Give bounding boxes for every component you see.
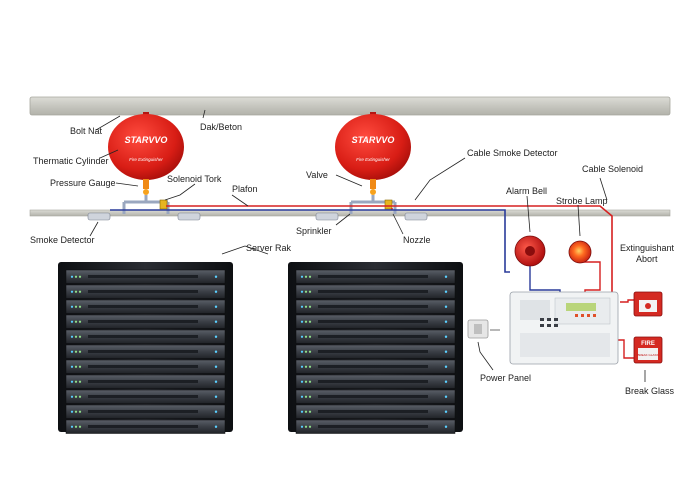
server-unit [65, 284, 226, 299]
server-unit [295, 389, 456, 404]
server-unit [295, 284, 456, 299]
label-cable-smoke-detector: Cable Smoke Detector [467, 148, 558, 158]
server-unit [295, 359, 456, 374]
server-rack-2 [288, 262, 463, 434]
server-unit [295, 419, 456, 434]
server-unit [65, 329, 226, 344]
server-unit [295, 344, 456, 359]
thermatic-cylinder-2: STARVVO Fire Extinguisher [335, 112, 411, 195]
control-panel [509, 291, 619, 365]
label-nozzle: Nozzle [403, 235, 431, 245]
label-alarm-bell: Alarm Bell [506, 186, 547, 196]
label-bolt-nut: Bolt Nat [70, 126, 103, 136]
alarm-bell [514, 235, 546, 267]
server-unit [295, 374, 456, 389]
cable-solenoid [166, 205, 613, 300]
strobe-lamp [568, 240, 592, 264]
break-glass-subtitle: BREAK GLASS [637, 353, 658, 357]
label-abort: Abort [636, 254, 658, 264]
pipe-assembly-2 [349, 195, 397, 214]
server-unit [295, 299, 456, 314]
server-unit [65, 419, 226, 434]
server-unit [65, 269, 226, 284]
cylinder-brand: STARVVO [125, 135, 168, 145]
cable-break-glass [618, 339, 640, 359]
smoke-detector-4 [404, 212, 428, 221]
label-power-panel: Power Panel [480, 373, 531, 383]
power-panel [467, 319, 489, 339]
break-glass-device: FIRE BREAK GLASS [633, 336, 663, 364]
label-extinguishant: Extinguishant [620, 243, 675, 253]
cable-smoke-detector [110, 209, 510, 273]
solenoid-1 [159, 199, 168, 210]
server-rack-1 [58, 262, 233, 434]
label-solenoid-tork: Solenoid Tork [167, 174, 222, 184]
server-unit [295, 269, 456, 284]
extinguishant-abort-device [633, 291, 663, 317]
server-unit [65, 299, 226, 314]
server-unit [65, 314, 226, 329]
label-break-glass: Break Glass [625, 386, 675, 396]
pipe-assembly-1 [122, 195, 170, 214]
server-unit [295, 329, 456, 344]
cylinder-caption: Fire Extinguisher [356, 157, 390, 162]
concrete-slab [29, 96, 671, 116]
label-dak-beton: Dak/Beton [200, 122, 242, 132]
smoke-detector-1 [87, 212, 111, 221]
label-strobe-lamp: Strobe Lamp [556, 196, 608, 206]
server-unit [65, 344, 226, 359]
break-glass-title: FIRE [641, 341, 655, 347]
server-unit [65, 374, 226, 389]
cylinder-caption: Fire Extinguisher [129, 157, 163, 162]
server-unit [65, 389, 226, 404]
server-unit [295, 314, 456, 329]
label-valve: Valve [306, 170, 328, 180]
solenoid-2 [384, 199, 393, 210]
label-smoke-detector: Smoke Detector [30, 235, 95, 245]
label-cable-solenoid: Cable Solenoid [582, 164, 643, 174]
label-server-rak: Server Rak [246, 243, 292, 253]
smoke-detector-2 [177, 212, 201, 221]
server-unit [65, 404, 226, 419]
label-sprinkler: Sprinkler [296, 226, 332, 236]
thermatic-cylinder-1: STARVVO Fire Extinguisher [108, 112, 184, 195]
label-plafon: Plafon [232, 184, 258, 194]
cylinder-brand: STARVVO [352, 135, 395, 145]
leader-lines [89, 109, 646, 382]
server-unit [65, 359, 226, 374]
label-pressure-gauge: Pressure Gauge [50, 178, 116, 188]
label-thermatic-cylinder: Thermatic Cylinder [33, 156, 109, 166]
server-unit [295, 404, 456, 419]
smoke-detector-3 [315, 212, 339, 221]
